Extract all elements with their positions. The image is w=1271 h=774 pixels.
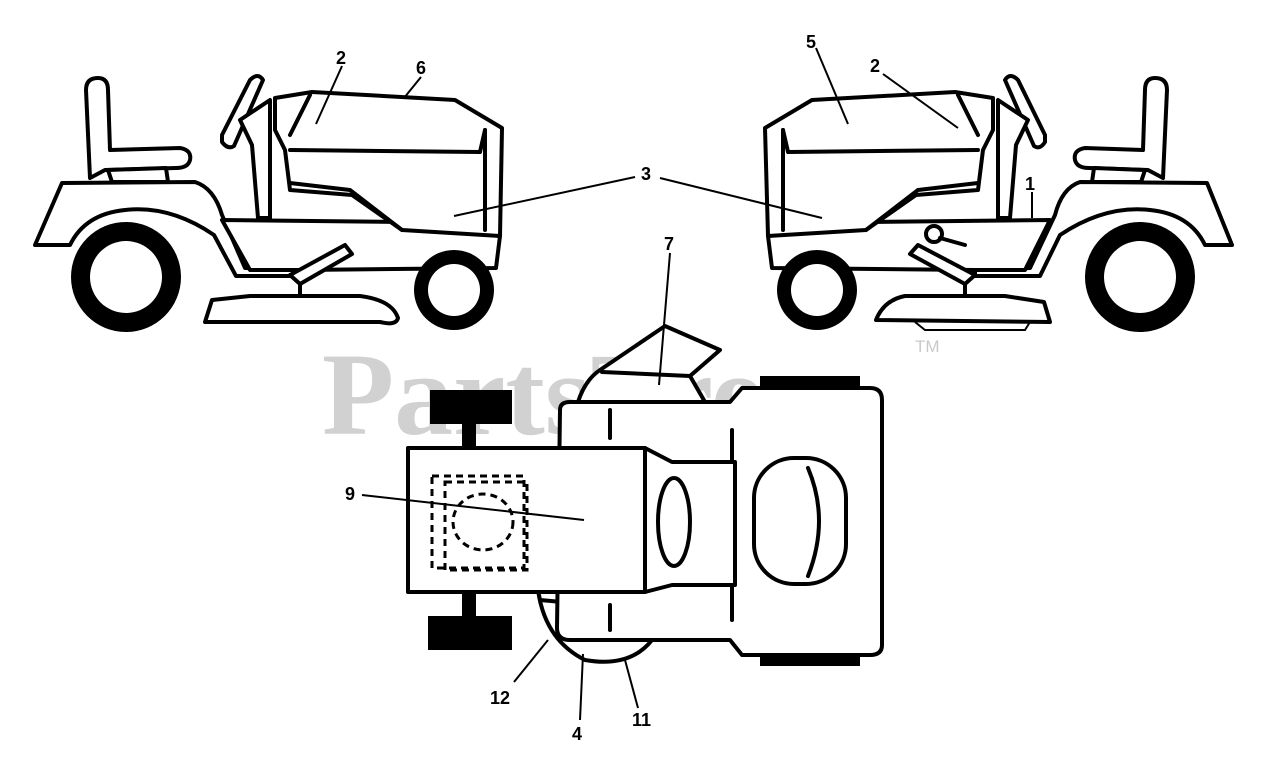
top-steering-wheel [656,476,692,568]
left-hood [273,90,504,238]
callout-12: 12 [490,688,510,708]
left-mower-deck [203,294,400,326]
watermark-trademark: TM [915,337,940,356]
right-side-view-tractor [763,74,1234,332]
right-hood [763,90,995,238]
right-seat [1072,76,1169,180]
top-view-tractor [406,324,884,666]
top-rear-tire-lower [428,616,512,650]
callout-4: 4 [572,724,582,744]
left-foot-pedal [288,243,354,286]
callout-leaders [315,47,1033,721]
top-hood-grille [752,456,848,586]
right-rear-fender [973,180,1234,278]
callout-3: 3 [641,164,651,184]
right-dash [996,98,1030,220]
right-foot-pedal [908,243,977,286]
callout-1: 1 [1025,174,1035,194]
right-mower-deck [874,294,1052,324]
left-dash [238,98,272,220]
left-side-view-tractor [33,74,504,332]
callout-2-right: 2 [870,56,880,76]
callout-9: 9 [345,484,355,504]
right-seat-base [1090,166,1147,184]
left-seat [84,76,193,180]
left-rear-fender [33,180,302,278]
top-rear-tire-upper [430,390,512,424]
callout-2-left: 2 [336,48,346,68]
callout-11: 11 [632,710,651,730]
callout-6: 6 [416,58,426,78]
top-discharge-chute [576,324,722,404]
callout-5: 5 [806,32,816,52]
left-seat-base [106,166,170,184]
callout-7: 7 [664,234,674,254]
